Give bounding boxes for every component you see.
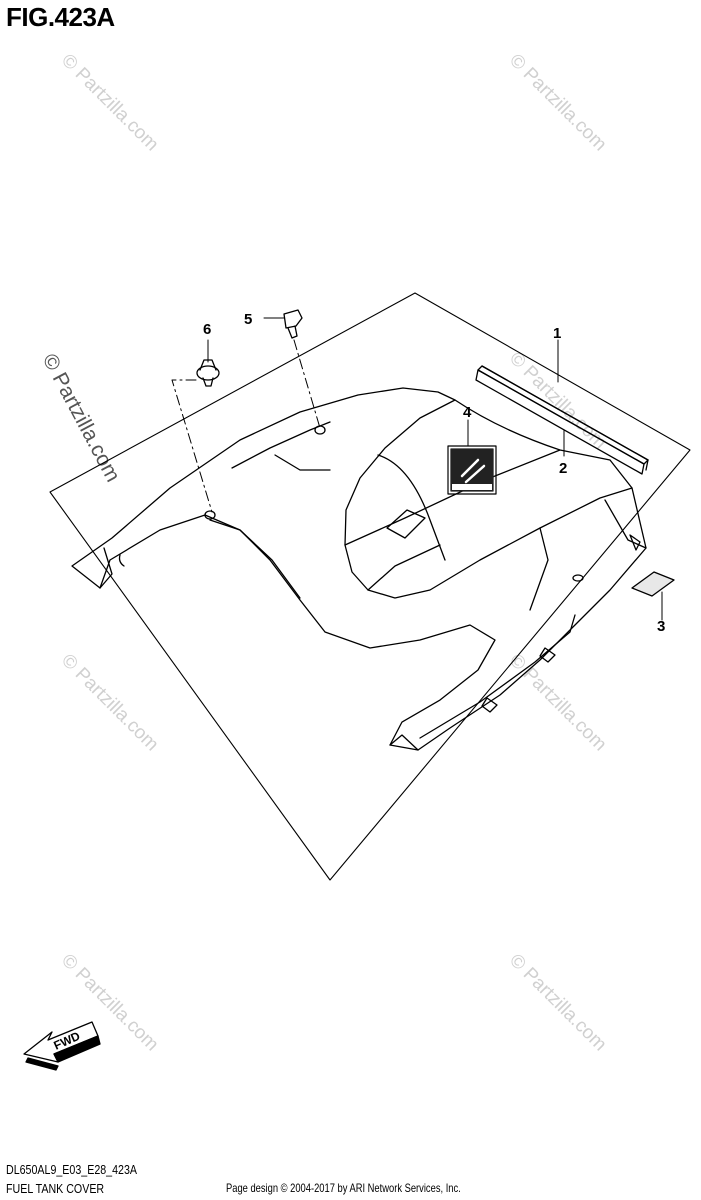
suzuki-emblem-part — [447, 445, 497, 495]
callout-1: 1 — [553, 325, 561, 342]
callout-4: 4 — [463, 404, 472, 421]
page-credit: Page design © 2004-2017 by ARI Network S… — [226, 1181, 461, 1195]
section-name: FUEL TANK COVER — [6, 1181, 105, 1196]
pad-part — [631, 571, 675, 597]
callout-2: 2 — [559, 460, 567, 477]
figure-title: FIG.423A — [6, 2, 115, 32]
foam-strip-part — [475, 365, 649, 475]
clip-part — [196, 359, 220, 387]
callout-6: 6 — [203, 321, 211, 338]
install-line-screw — [293, 339, 321, 429]
callout-5: 5 — [244, 311, 252, 328]
model-code: DL650AL9_E03_E28_423A — [6, 1162, 138, 1177]
fwd-arrow-icon: FWD — [23, 1021, 101, 1071]
pad-tab — [386, 509, 426, 539]
diagram-frame — [49, 292, 691, 881]
screw-part — [283, 309, 303, 339]
fuel-tank-cover-part — [71, 387, 647, 751]
install-line-clip — [171, 379, 213, 513]
callout-3: 3 — [657, 618, 665, 635]
